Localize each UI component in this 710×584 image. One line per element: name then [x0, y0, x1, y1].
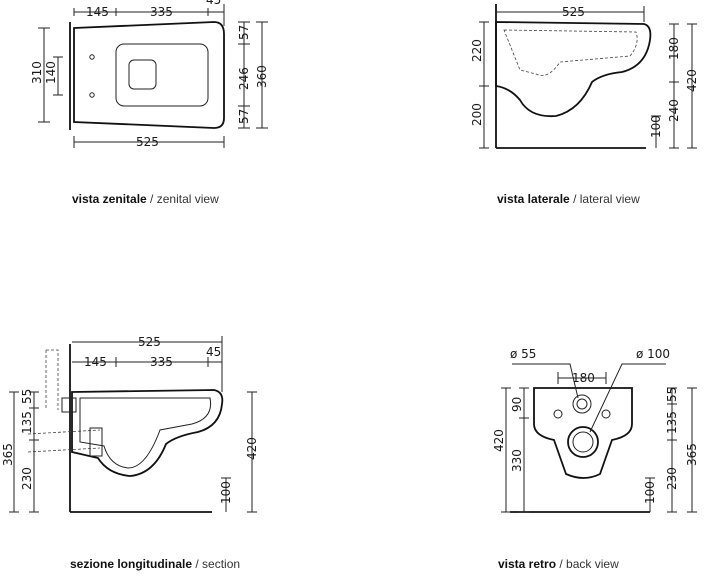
bowl-rim — [115, 43, 209, 107]
fixing-hole-left — [553, 409, 563, 419]
toilet-back-outline — [533, 387, 633, 479]
dim-lateral-220: 220 — [470, 39, 484, 62]
dim-zenital-45: 45 — [206, 0, 221, 7]
dim-zenital-140: 140 — [44, 61, 58, 84]
dim-zenital-310: 310 — [30, 61, 44, 84]
dim-lateral-525: 525 — [562, 5, 585, 19]
supply-pipe — [45, 349, 59, 410]
lateral-view: 525 220 200 100 180 240 420 — [470, 4, 699, 149]
caption-back: vista retro / back view — [498, 557, 619, 571]
dim-zenital-57-bottom: 57 — [237, 109, 251, 124]
fixing-hole-top — [89, 54, 95, 60]
dim-lateral-240: 240 — [667, 99, 681, 122]
dim-section-335: 335 — [150, 355, 173, 369]
inlet-hole — [572, 394, 592, 414]
caption-section: sezione longitudinale / section — [70, 557, 240, 571]
inlet-connector — [61, 397, 77, 413]
dim-back-90: 90 — [510, 397, 524, 412]
outlet-connector — [89, 427, 103, 457]
dim-zenital-525: 525 — [136, 135, 159, 149]
dim-lateral-180: 180 — [667, 37, 681, 60]
dim-zenital-360: 360 — [255, 65, 269, 88]
caption-zenital: vista zenitale / zenital view — [72, 192, 219, 206]
caption-lateral-main: vista laterale — [497, 192, 570, 206]
internal-channel — [503, 29, 638, 76]
toilet-outline-side — [495, 21, 652, 118]
dim-back-135: 135 — [665, 411, 679, 434]
leader-dia-100 — [589, 363, 666, 433]
dim-back-dia-55: ø 55 — [510, 347, 536, 361]
leader-dia-55 — [512, 363, 579, 399]
dim-section-55: 55 — [20, 389, 34, 404]
dim-zenital-57-top: 57 — [237, 25, 251, 40]
dim-back-100: 100 — [643, 481, 657, 504]
dim-section-135: 135 — [20, 411, 34, 434]
dim-lateral-420: 420 — [685, 69, 699, 92]
dim-back-dia-100: ø 100 — [636, 347, 670, 361]
dim-section-420: 420 — [245, 437, 259, 460]
bowl-outlet — [128, 59, 157, 90]
caption-section-sub: / section — [195, 557, 241, 571]
caption-zenital-main: vista zenitale — [72, 192, 147, 206]
dim-section-45: 45 — [206, 345, 221, 359]
back-view: ø 55 ø 100 180 420 90 330 100 55 135 230… — [492, 347, 699, 513]
bowl-inner-section — [79, 397, 212, 469]
dim-back-230: 230 — [665, 467, 679, 490]
caption-zenital-sub: / zenital view — [150, 192, 219, 206]
fixing-hole-right — [601, 409, 611, 419]
dim-zenital-145: 145 — [86, 5, 109, 19]
dim-section-525: 525 — [138, 335, 161, 349]
toilet-section-outline — [71, 389, 224, 477]
caption-back-main: vista retro — [498, 557, 557, 571]
dim-back-55: 55 — [665, 387, 679, 402]
dim-back-365: 365 — [685, 443, 699, 466]
zenital-view: 145 335 45 525 310 140 57 246 57 360 — [30, 0, 269, 149]
dim-back-330: 330 — [510, 449, 524, 472]
dim-back-180: 180 — [572, 371, 595, 385]
fixing-hole-bottom — [89, 92, 95, 98]
dim-zenital-335: 335 — [150, 5, 173, 19]
outlet-hole — [567, 426, 599, 458]
dim-lateral-100: 100 — [649, 115, 663, 138]
dim-back-420: 420 — [492, 429, 506, 452]
caption-back-sub: / back view — [559, 557, 619, 571]
dim-section-365: 365 — [1, 443, 15, 466]
dim-zenital-246: 246 — [237, 67, 251, 90]
toilet-outline-top — [73, 21, 225, 129]
caption-lateral: vista laterale / lateral view — [497, 192, 640, 206]
dim-section-100: 100 — [219, 481, 233, 504]
caption-section-main: sezione longitudinale — [70, 557, 193, 571]
dim-section-230: 230 — [20, 467, 34, 490]
caption-lateral-sub: / lateral view — [573, 192, 640, 206]
inlet-hole-inner — [576, 398, 588, 410]
section-view: 525 145 335 45 365 55 135 230 420 100 — [1, 335, 259, 513]
outlet-hole-inner — [572, 431, 594, 453]
dim-section-145: 145 — [84, 355, 107, 369]
dim-lateral-200: 200 — [470, 103, 484, 126]
drain-pipe — [27, 429, 101, 453]
